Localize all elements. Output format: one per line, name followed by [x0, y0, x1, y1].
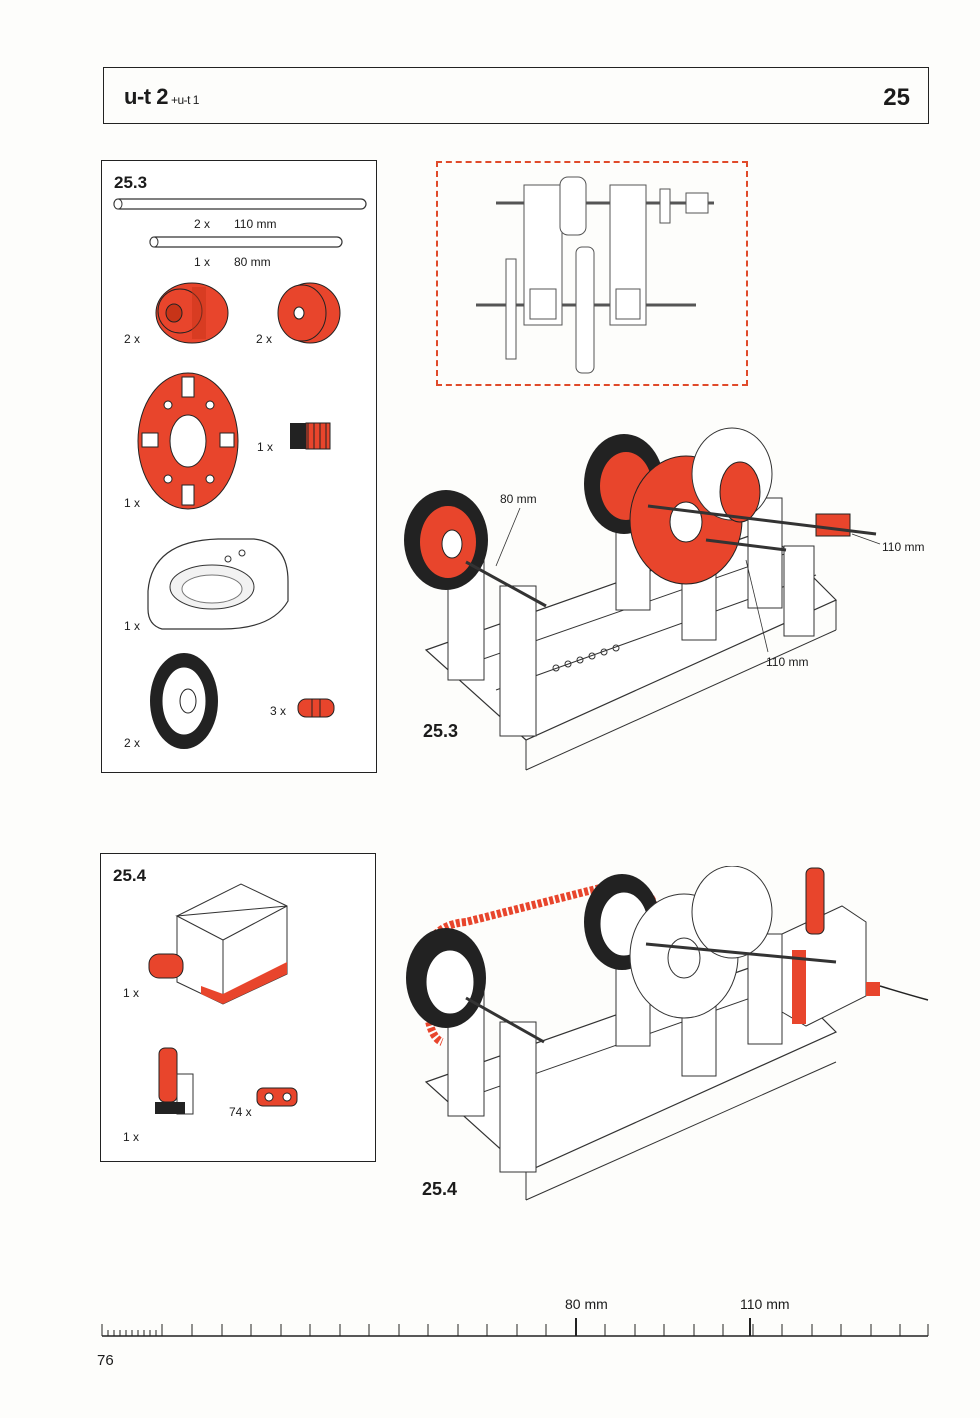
- clip-qty: 3 x: [270, 704, 287, 718]
- disc-qty: 1 x: [124, 496, 141, 510]
- panel-title: 25.4: [113, 866, 147, 885]
- hub-icon: [277, 282, 341, 344]
- page-header: u-t 2+u-t 1 25: [103, 67, 929, 124]
- hub-left-qty: 2 x: [124, 332, 141, 346]
- bearing-qty: 1 x: [124, 619, 141, 633]
- page-number: 76: [97, 1352, 114, 1369]
- figure-caption-25-4: 25.4: [422, 1179, 458, 1199]
- assembly-figure-25-3: [404, 427, 881, 771]
- pinion-gear-icon: [290, 422, 331, 450]
- hub-nut-icon: [155, 282, 229, 344]
- pinion-right: [815, 513, 851, 537]
- axle-short-qty: 1 x: [194, 255, 211, 269]
- ruler-label-110: 110 mm: [740, 1296, 790, 1312]
- panel-title: 25.3: [114, 173, 148, 192]
- motor-unit: [781, 867, 929, 1027]
- title-text: u-t 2: [124, 84, 168, 109]
- parts-panel-25-3: 25.3: [101, 160, 377, 773]
- pinion-qty: 1 x: [257, 440, 274, 454]
- assembly-figure-25-4: [406, 866, 929, 1201]
- parts-illustration-25-3: [113, 198, 367, 749]
- parts-illustration-25-4: [148, 883, 298, 1115]
- axle-80-icon: [149, 236, 343, 248]
- chain-link-icon: [256, 1087, 298, 1107]
- label-110mm-right: 110 mm: [882, 540, 925, 554]
- chain-qty: 74 x: [229, 1105, 252, 1119]
- label-110mm-bottom: 110 mm: [766, 655, 809, 669]
- measuring-ruler: [101, 1318, 929, 1337]
- holes-row: [552, 644, 620, 672]
- disc-plate-icon: [137, 372, 239, 510]
- axle-long-qty: 2 x: [194, 217, 211, 231]
- motor-qty: 1 x: [123, 986, 140, 1000]
- left-gear: [406, 928, 486, 1028]
- gear-wheel-icon: [150, 653, 218, 749]
- gear-qty: 2 x: [124, 736, 141, 750]
- figure-caption-25-3: 25.3: [423, 721, 459, 741]
- red-clip-icon: [297, 698, 335, 718]
- white-bearing: [691, 866, 773, 959]
- bearing-block-icon: [147, 538, 289, 630]
- motor-icon: [148, 883, 288, 1005]
- worm-qty: 1 x: [123, 1130, 140, 1144]
- title-subtitle: +u-t 1: [170, 93, 200, 107]
- top-view-drawing: [476, 176, 714, 374]
- worm-gear-icon: [155, 1047, 194, 1115]
- axle-long-length: 110 mm: [234, 217, 277, 231]
- section-number: 25: [883, 84, 910, 111]
- top-view-diagram: [436, 161, 748, 386]
- white-bearing: [691, 427, 773, 523]
- axle-short-length: 80 mm: [234, 255, 271, 269]
- label-80mm: 80 mm: [500, 492, 537, 506]
- header-title: u-t 2+u-t 1: [124, 84, 199, 110]
- axle-110-icon: [113, 198, 367, 210]
- hub-right-qty: 2 x: [256, 332, 273, 346]
- parts-panel-25-4: 25.4 1 x 74 x 1 x: [100, 853, 376, 1162]
- left-gear: [404, 490, 488, 590]
- ruler-label-80: 80 mm: [565, 1296, 608, 1312]
